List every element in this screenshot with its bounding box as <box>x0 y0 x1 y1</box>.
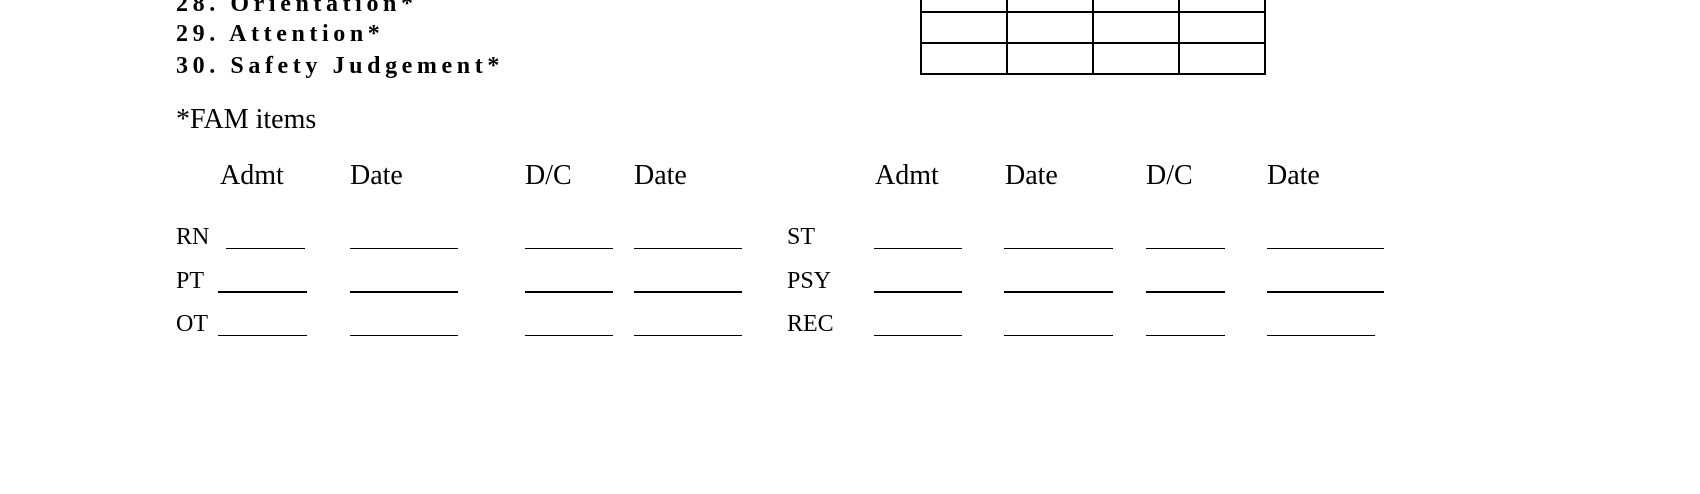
rec-admt-date-blank[interactable] <box>1004 335 1113 336</box>
row-label-st: ST <box>787 224 816 250</box>
header-left-dc: D/C <box>525 160 572 191</box>
item-orientation: 28. Orientation* <box>176 0 418 17</box>
rec-dc-blank[interactable] <box>1146 335 1225 336</box>
pt-admt-date-blank[interactable] <box>350 291 458 293</box>
pt-dc-blank[interactable] <box>525 291 613 293</box>
pt-dc-date-blank[interactable] <box>634 291 742 293</box>
grid-cell[interactable] <box>920 42 1008 75</box>
rn-admt-date-blank[interactable] <box>350 248 458 249</box>
rn-dc-date-blank[interactable] <box>634 248 742 249</box>
grid-cell[interactable] <box>1178 11 1266 44</box>
rec-dc-date-blank[interactable] <box>1267 335 1375 336</box>
grid-cell[interactable] <box>1178 42 1266 75</box>
header-left-admt: Admt <box>220 160 284 191</box>
ot-admt-date-blank[interactable] <box>350 335 458 336</box>
grid-cell[interactable] <box>1092 0 1180 13</box>
grid-cell[interactable] <box>1092 11 1180 44</box>
st-dc-date-blank[interactable] <box>1267 248 1384 249</box>
row-label-ot: OT <box>176 311 208 337</box>
item-attention: 29. Attention* <box>176 21 385 47</box>
row-label-pt: PT <box>176 268 205 294</box>
st-admt-date-blank[interactable] <box>1004 248 1113 249</box>
grid-cell[interactable] <box>1006 42 1094 75</box>
grid-cell[interactable] <box>1006 11 1094 44</box>
fam-items-note: *FAM items <box>176 104 317 135</box>
grid-row-safety-judgement <box>920 42 1266 75</box>
grid-cell[interactable] <box>920 0 1008 13</box>
header-right-dc: D/C <box>1146 160 1193 191</box>
grid-cell[interactable] <box>1092 42 1180 75</box>
header-right-admt: Admt <box>875 160 939 191</box>
psy-dc-blank[interactable] <box>1146 291 1225 293</box>
header-right-date-admt: Date <box>1005 160 1058 191</box>
grid-row-orientation <box>920 0 1266 13</box>
st-dc-blank[interactable] <box>1146 248 1225 249</box>
ot-dc-date-blank[interactable] <box>634 335 742 336</box>
ot-dc-blank[interactable] <box>525 335 613 336</box>
psy-admt-blank[interactable] <box>874 291 962 293</box>
rn-dc-blank[interactable] <box>525 248 613 249</box>
rec-admt-blank[interactable] <box>874 335 962 336</box>
grid-cell[interactable] <box>1006 0 1094 13</box>
header-left-date-dc: Date <box>634 160 687 191</box>
header-left-date-admt: Date <box>350 160 403 191</box>
ot-admt-blank[interactable] <box>218 335 307 336</box>
grid-row-attention <box>920 11 1266 44</box>
psy-admt-date-blank[interactable] <box>1004 291 1113 293</box>
pt-admt-blank[interactable] <box>218 291 307 293</box>
header-right-date-dc: Date <box>1267 160 1320 191</box>
row-label-rec: REC <box>787 311 834 337</box>
psy-dc-date-blank[interactable] <box>1267 291 1384 293</box>
grid-cell[interactable] <box>1178 0 1266 13</box>
st-admt-blank[interactable] <box>874 248 962 249</box>
grid-cell[interactable] <box>920 11 1008 44</box>
row-label-rn: RN <box>176 224 210 250</box>
score-grid <box>920 0 1266 75</box>
rn-admt-blank[interactable] <box>226 248 305 249</box>
row-label-psy: PSY <box>787 268 832 294</box>
item-safety-judgement: 30. Safety Judgement* <box>176 53 504 79</box>
